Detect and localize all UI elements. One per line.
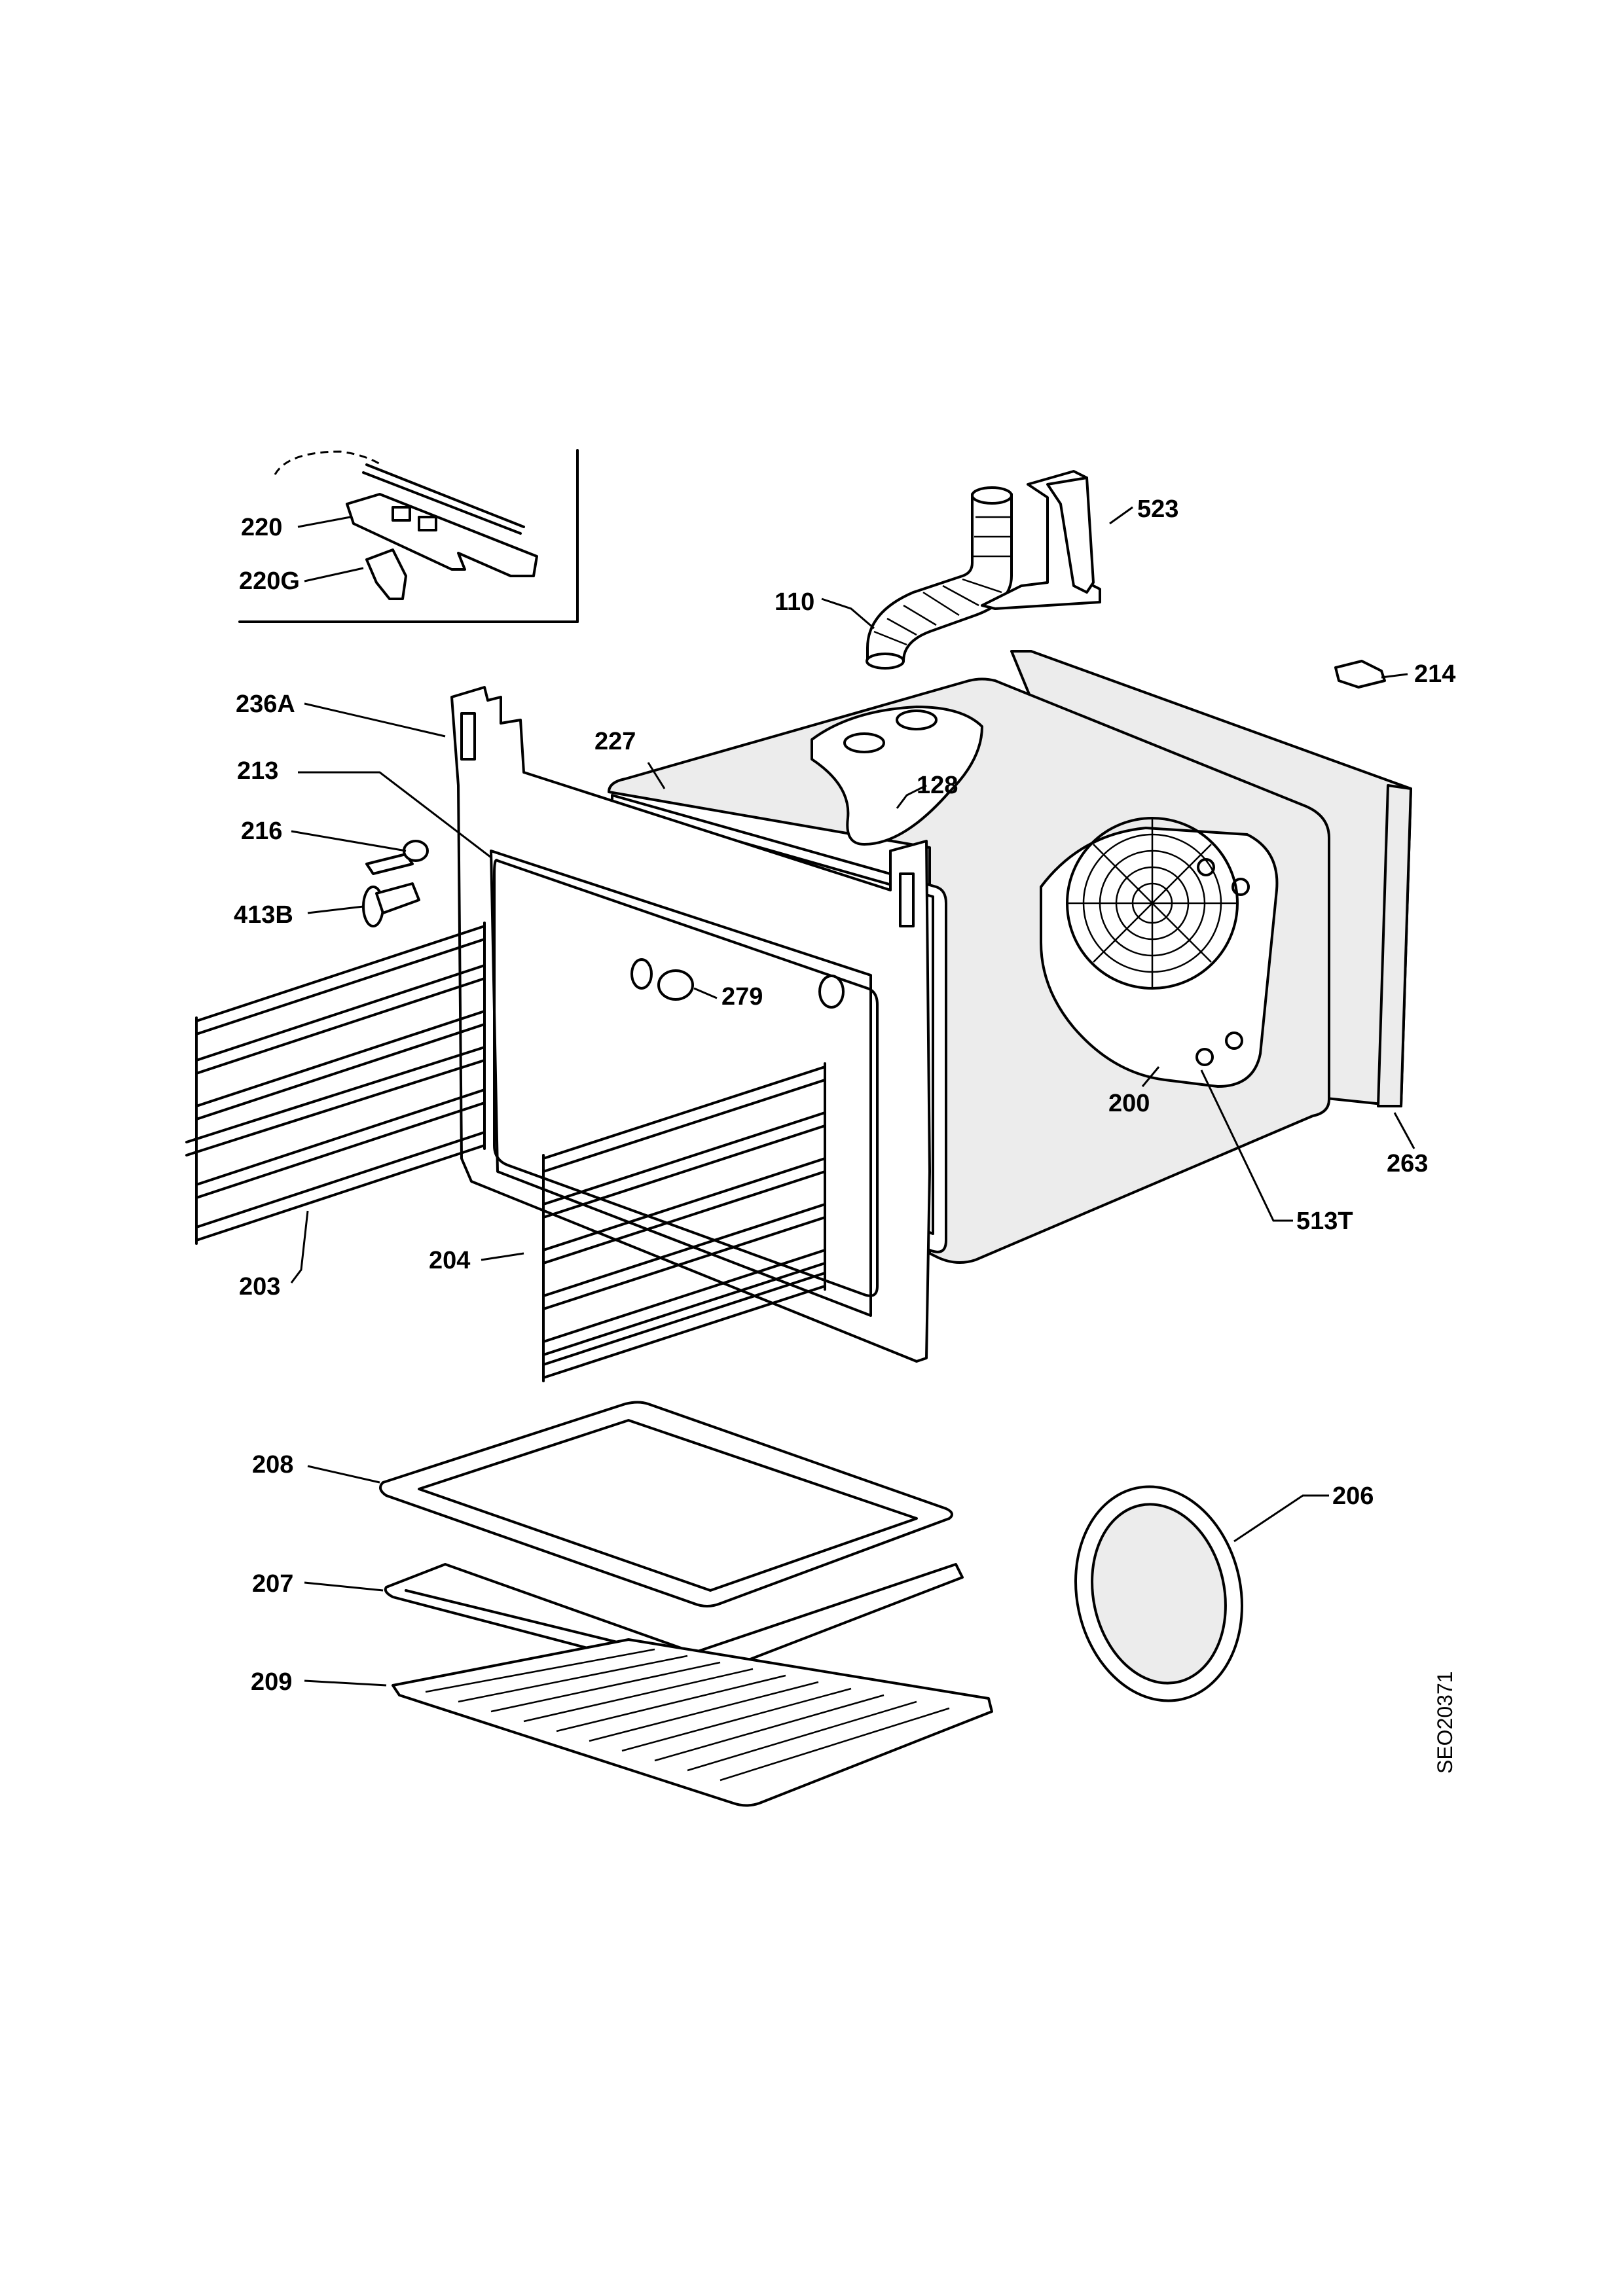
part-200-fan-assembly xyxy=(1040,817,1279,1088)
label-203: 203 xyxy=(239,1273,280,1300)
part-204-shelf-rail-right xyxy=(542,1062,826,1382)
label-263: 263 xyxy=(1387,1150,1428,1177)
part-220G-clip xyxy=(365,548,407,600)
leader-lines xyxy=(290,506,1415,1687)
label-110: 110 xyxy=(775,588,814,616)
part-236A-front-frame xyxy=(450,686,931,1363)
label-413B: 413B xyxy=(234,901,293,929)
label-213: 213 xyxy=(237,757,278,785)
part-206-fan-cover xyxy=(1074,1485,1243,1702)
label-128: 128 xyxy=(917,772,958,799)
part-213-door-seal xyxy=(493,859,879,1297)
label-216: 216 xyxy=(241,817,282,845)
part-523-duct xyxy=(981,470,1101,610)
label-207: 207 xyxy=(252,1570,293,1598)
part-220-bracket xyxy=(274,450,538,577)
label-236A: 236A xyxy=(236,691,295,718)
label-523: 523 xyxy=(1137,495,1178,523)
part-labels: 220 220G 110 523 214 236A 227 213 128 21… xyxy=(234,495,1455,1696)
part-209-grill-rack xyxy=(392,1638,993,1807)
part-214-clip xyxy=(1334,660,1386,689)
label-206: 206 xyxy=(1332,1482,1374,1510)
label-208: 208 xyxy=(252,1451,293,1479)
label-279: 279 xyxy=(721,983,763,1011)
part-413B-bolt xyxy=(362,882,420,927)
drawing-reference: SEO20371 xyxy=(1433,1671,1457,1774)
label-214: 214 xyxy=(1414,660,1455,688)
label-220G: 220G xyxy=(239,567,300,595)
label-200: 200 xyxy=(1108,1090,1150,1117)
part-208-deep-tray xyxy=(379,1401,953,1607)
part-279-lamp-cover xyxy=(630,958,845,1009)
label-227: 227 xyxy=(594,728,636,755)
label-513T: 513T xyxy=(1296,1208,1353,1235)
label-209: 209 xyxy=(251,1668,292,1696)
label-204: 204 xyxy=(429,1247,470,1274)
label-220: 220 xyxy=(241,514,282,541)
part-110-hose xyxy=(866,486,1013,670)
inset-frame xyxy=(238,449,579,623)
part-203-shelf-rail-left xyxy=(185,922,486,1245)
